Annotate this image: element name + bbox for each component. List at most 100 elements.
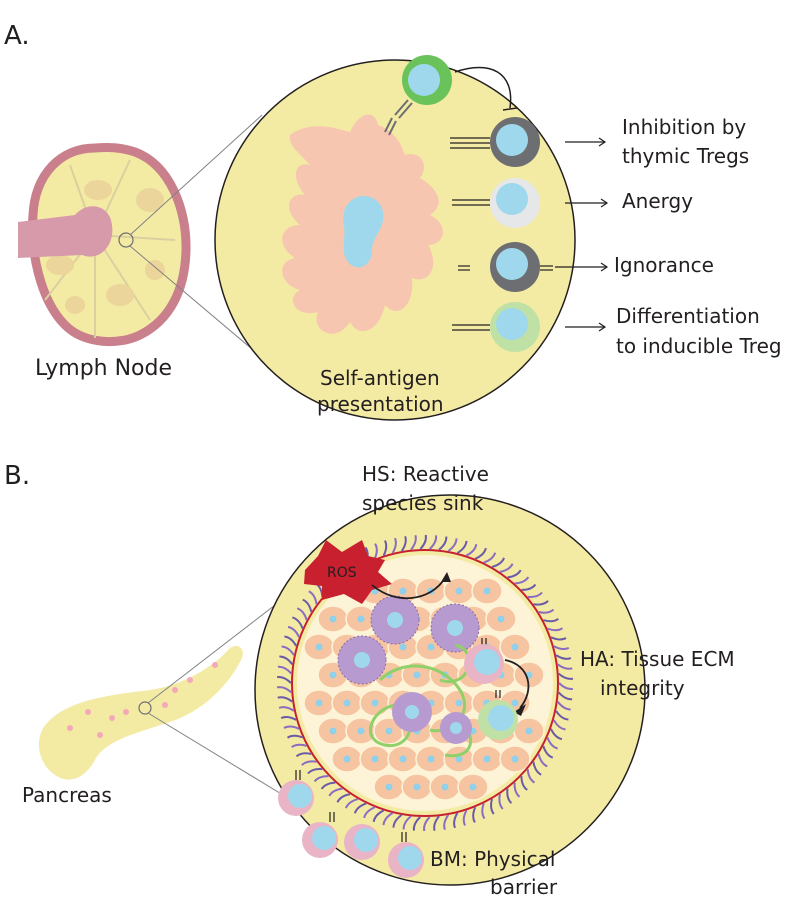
ha-strand	[521, 583, 537, 591]
tcell-green-islet	[478, 690, 518, 740]
ha-strand	[302, 598, 313, 613]
tcell-pink-islet	[464, 638, 504, 684]
ha-strand	[291, 743, 307, 749]
beta-cell-nucleus	[511, 643, 519, 651]
ha-strand	[550, 636, 567, 641]
ha-strand	[284, 635, 298, 647]
tcell-inhibited	[450, 117, 540, 167]
outcome-3-line1: Ignorance	[614, 253, 714, 277]
inhibition-arrow	[454, 66, 512, 109]
beta-cell-nucleus	[455, 587, 463, 595]
ha-strand	[537, 753, 548, 768]
ha-strand	[538, 608, 555, 614]
beta-cell-nucleus	[413, 783, 421, 791]
ha-strand	[296, 607, 308, 621]
panel-b-letter: B.	[4, 461, 30, 491]
ha-strand	[276, 686, 292, 694]
ha-strand	[301, 760, 317, 766]
beta-cell-nucleus	[329, 671, 337, 679]
tcell-anergy	[452, 178, 540, 228]
ha-strand	[506, 788, 513, 804]
beta-cell-nucleus	[525, 727, 533, 735]
ha-strand	[328, 787, 343, 797]
ha-strand	[507, 569, 522, 579]
ha-strand	[547, 627, 564, 632]
ha-strand	[286, 734, 303, 739]
ha-strand	[465, 543, 478, 557]
ha-strand	[345, 798, 359, 809]
hs-label-line1: HS: Reactive	[362, 462, 489, 486]
ha-strand	[556, 701, 571, 711]
ha-strand	[483, 552, 497, 564]
beta-cell-nucleus	[315, 699, 323, 707]
ha-strand	[550, 728, 563, 741]
ha-strand	[491, 557, 505, 568]
ha-strand	[313, 775, 329, 783]
beta-cell-nucleus	[497, 615, 505, 623]
ha-strand	[419, 534, 427, 550]
beta-cell-nucleus	[371, 755, 379, 763]
ha-strand	[557, 691, 573, 701]
beta-cell-nucleus	[455, 755, 463, 763]
thymic-treg-cell	[384, 55, 452, 136]
ha-strand	[481, 803, 486, 820]
ha-strand	[287, 625, 300, 638]
basement-membrane-ring	[291, 549, 559, 817]
beta-cell-nucleus	[413, 671, 421, 679]
ha-strand	[474, 547, 487, 560]
ha-strand	[392, 814, 403, 828]
hs-label-line2: species sink	[362, 491, 484, 515]
beta-cell-nucleus	[427, 755, 435, 763]
presentation-label-line1: Self-antigen	[320, 366, 440, 390]
ha-strand	[438, 536, 448, 551]
outcome-1-line1: Inhibition by	[622, 115, 746, 139]
ha-strand	[372, 809, 385, 823]
outcome-1-line2: thymic Tregs	[622, 144, 749, 168]
ha-strand	[456, 540, 468, 554]
ha-strand	[382, 540, 388, 557]
ha-strand	[557, 663, 573, 670]
ha-strand	[553, 645, 570, 651]
ha-strand	[307, 768, 323, 775]
ha-strand	[295, 752, 312, 758]
ha-strand	[514, 576, 530, 585]
panel-a-letter: A.	[4, 21, 30, 51]
ha-strand	[320, 781, 336, 790]
conversion-arrow	[504, 659, 530, 709]
ha-strand	[277, 696, 293, 703]
ha-strand	[402, 815, 412, 830]
ha-strand	[558, 682, 574, 691]
ha-strand	[443, 814, 450, 830]
beta-cell-nucleus	[357, 615, 365, 623]
outcome-4-line2: to inducible Treg	[616, 334, 782, 358]
outcome-2-line1: Anergy	[622, 189, 693, 213]
ha-strand	[423, 816, 431, 832]
pancreas	[38, 591, 293, 796]
ha-strand	[555, 654, 572, 660]
beta-cell-nucleus	[371, 699, 379, 707]
ha-strand	[527, 591, 543, 598]
ha-strand	[546, 737, 559, 750]
ha-strand	[278, 706, 295, 712]
ha-strand	[283, 725, 300, 730]
dendritic-cell-nucleus	[343, 196, 384, 268]
ha-strand	[433, 815, 440, 831]
beta-cell-nucleus	[329, 727, 337, 735]
ha-strand	[428, 535, 438, 550]
ha-strand	[542, 745, 554, 759]
lymph-node-label: Lymph Node	[35, 356, 172, 381]
ha-strand	[363, 806, 376, 819]
ha-strand	[391, 537, 397, 554]
beta-cell-nucleus	[511, 699, 519, 707]
ha-strand	[277, 665, 293, 675]
presentation-label-line2: presentation	[317, 392, 444, 416]
ha-strand	[453, 812, 459, 829]
tcell-ignorance	[458, 242, 553, 292]
ros-sink-arrow	[371, 577, 446, 599]
bm-label-line1: BM: Physical	[430, 847, 555, 871]
infiltrating-tcells	[278, 770, 424, 878]
ha-strand	[499, 563, 514, 573]
ha-strand	[410, 535, 417, 551]
ha-strand	[291, 616, 304, 629]
ha-strand	[558, 672, 574, 680]
